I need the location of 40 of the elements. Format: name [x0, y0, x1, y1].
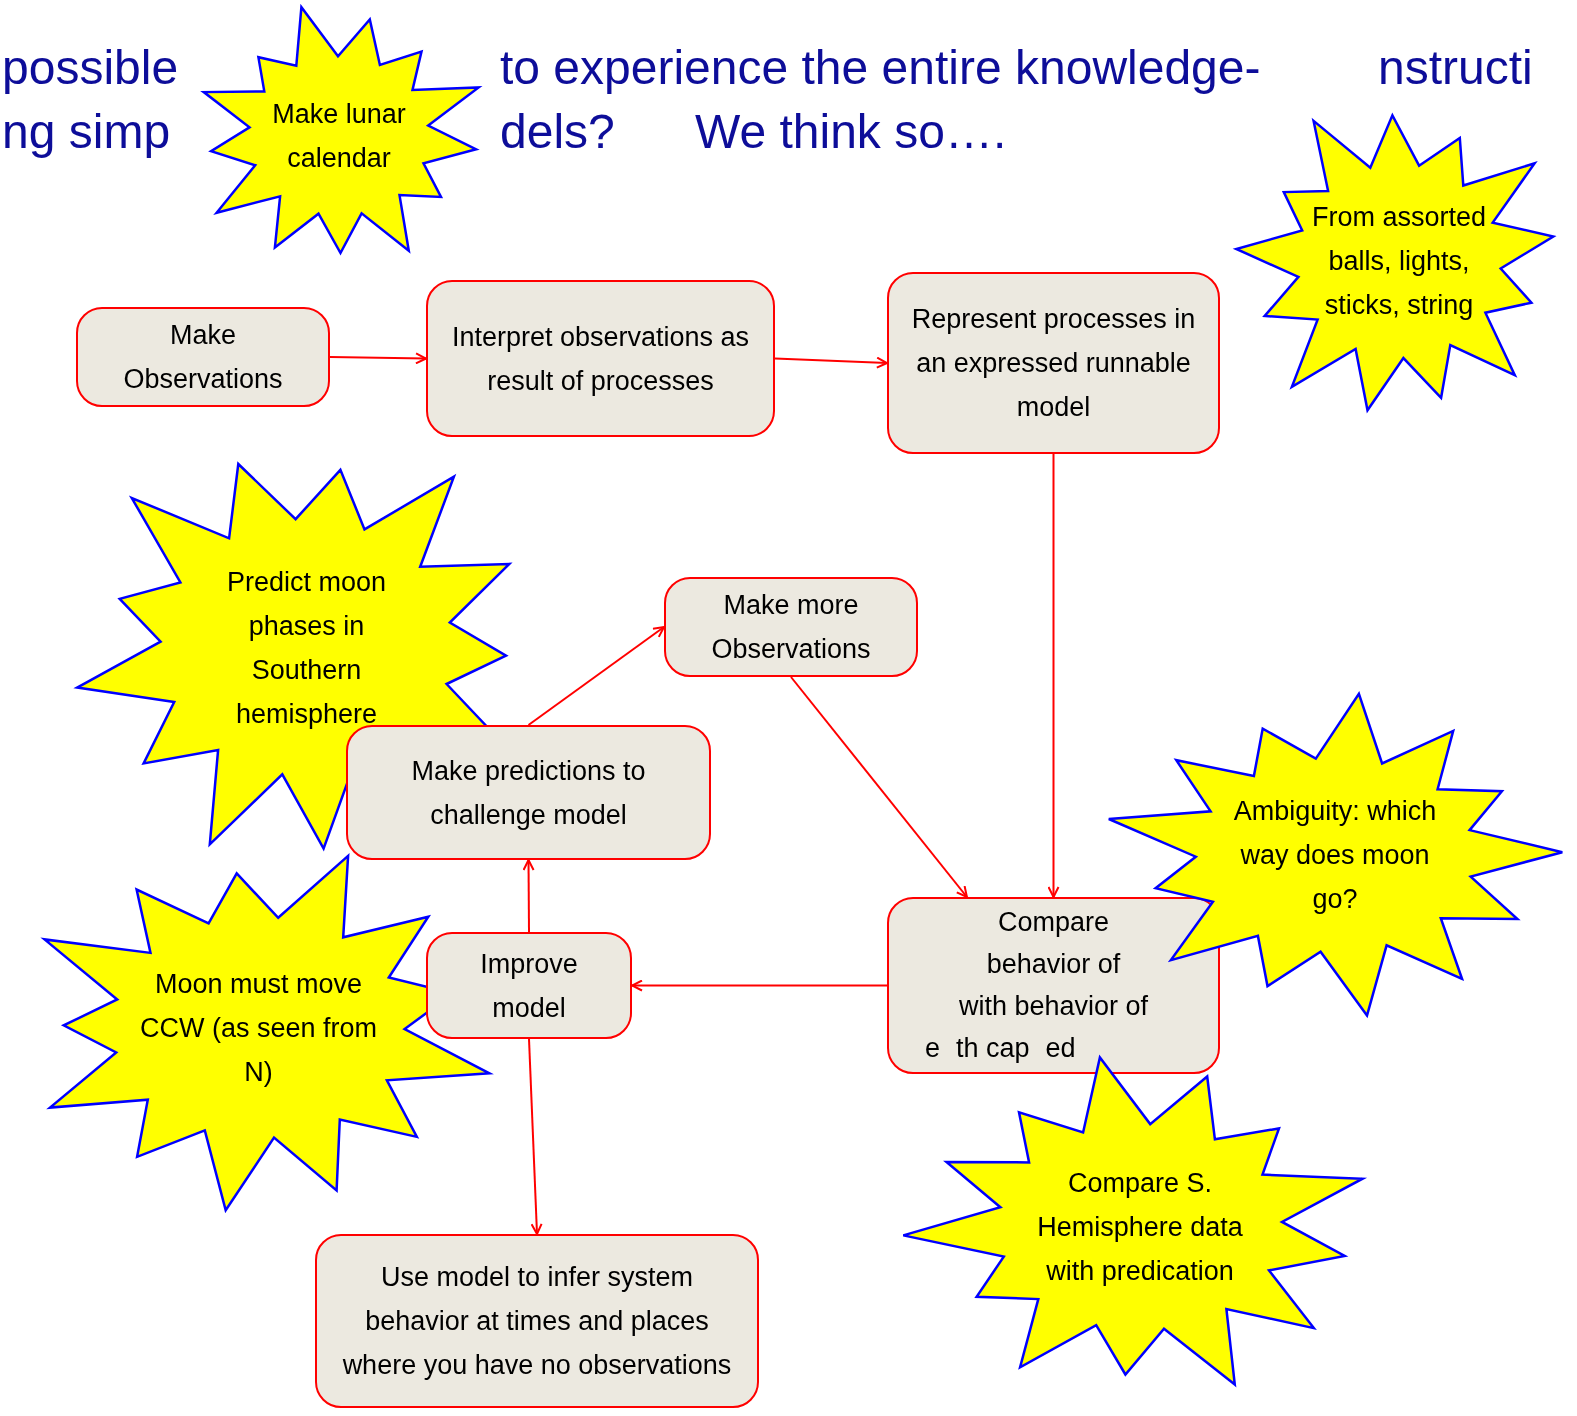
box-text: behavior of	[986, 948, 1121, 981]
box-text: e	[925, 1032, 941, 1065]
box-text: th cap	[956, 1032, 1030, 1065]
box-text: Improve model	[479, 947, 579, 1025]
heading-text: possible	[2, 40, 179, 96]
process-box	[887, 272, 1220, 454]
arrow	[528, 1038, 543, 1235]
arrow	[790, 676, 968, 898]
arrow	[774, 356, 888, 369]
heading-text: to experience the entire knowledge-	[500, 40, 1261, 96]
box-text: Represent processes in an expressed runnable model	[910, 303, 1197, 424]
process-box	[426, 932, 632, 1039]
heading-text: ng simp	[2, 104, 171, 160]
box-text: Make more Observations	[710, 589, 872, 666]
heading-text: We think so….	[695, 104, 1007, 160]
arrow	[631, 979, 888, 992]
callout-text: Compare S. Hemisphere data with predication	[1036, 1167, 1244, 1288]
heading-text: nstructi	[1378, 40, 1533, 96]
process-box	[76, 307, 330, 407]
box-text: Make predictions to challenge model	[410, 754, 647, 832]
heading-text: dels?	[500, 104, 615, 160]
box-text: Make Observations	[122, 319, 284, 396]
callout-text: Make lunar calendar	[271, 98, 407, 175]
box-text: Compare	[997, 906, 1109, 939]
arrow	[1047, 453, 1060, 898]
arrow	[329, 352, 427, 365]
process-box	[664, 577, 918, 677]
box-text: with behavior of	[958, 990, 1149, 1023]
box-text: ed	[1045, 1032, 1076, 1065]
process-box	[426, 280, 775, 437]
arrow	[527, 626, 665, 726]
callout-text: Moon must move CCW (as seen from N)	[138, 967, 378, 1089]
callout-text: Predict moon phases in Southern hemisphere	[225, 565, 388, 731]
arrow	[522, 859, 535, 933]
callout-text: Ambiguity: which way does moon go?	[1232, 795, 1438, 916]
box-text: Interpret observations as result of processes	[450, 320, 751, 398]
callout-text: From assorted balls, lights, sticks, string	[1310, 201, 1488, 322]
box-text: Use model to infer system behavior at times and places where you have no observations	[341, 1261, 733, 1382]
process-box	[887, 897, 1220, 1074]
process-box	[315, 1234, 759, 1408]
